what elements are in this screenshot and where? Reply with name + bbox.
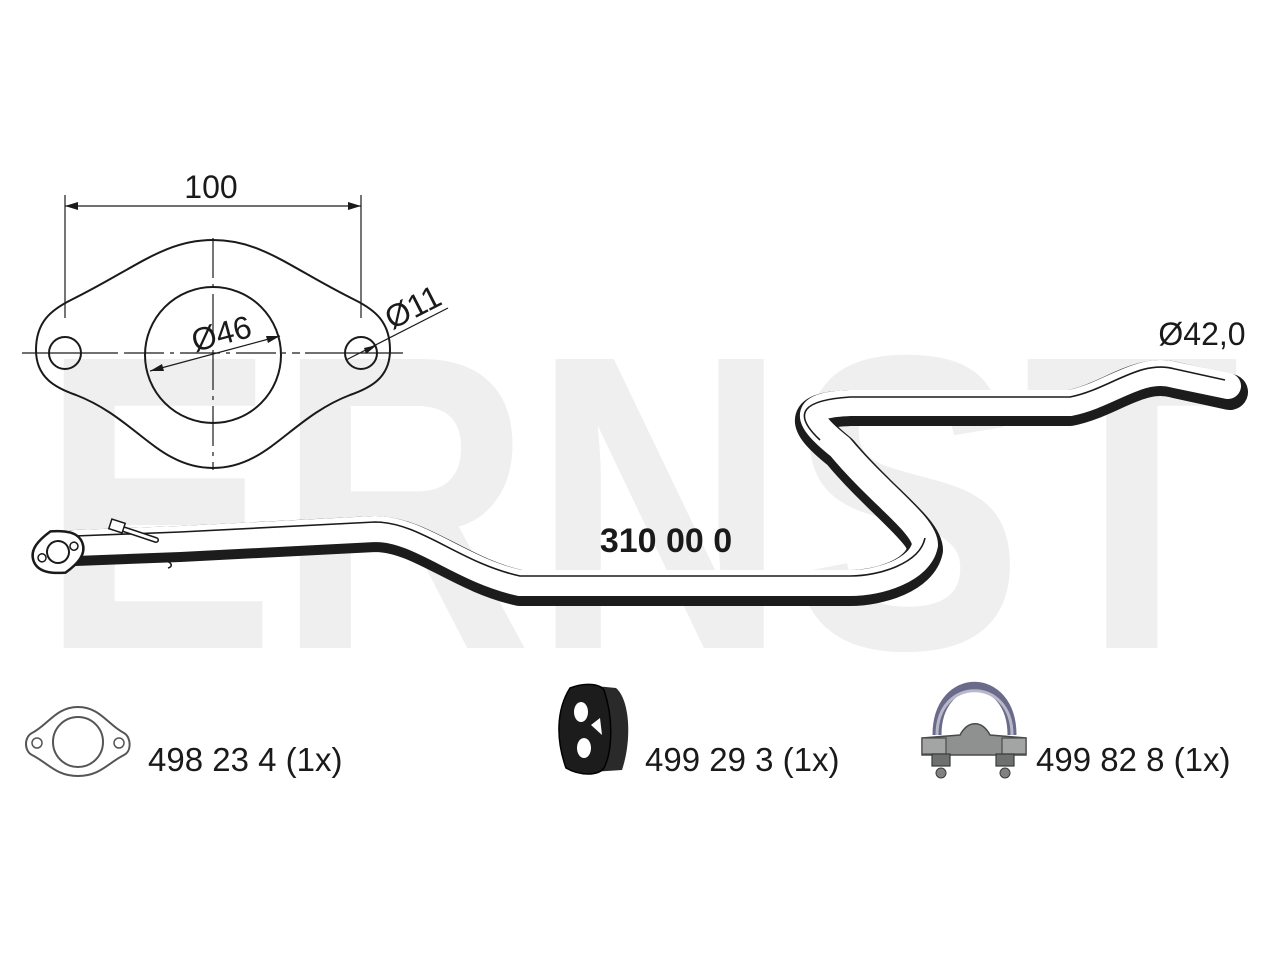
inlet-flange — [31, 529, 85, 575]
accessory-label-gasket: 498 23 4 (1x) — [148, 741, 342, 778]
width-dimension-label: 100 — [184, 169, 237, 205]
rubber-hanger-icon — [558, 683, 629, 775]
exhaust-pipe: 310 00 0 Ø42,0 — [31, 316, 1248, 606]
part-number-label: 310 00 0 — [600, 522, 732, 560]
accessory-label-clamp: 499 82 8 (1x) — [1036, 741, 1230, 778]
outlet-diameter-label: Ø42,0 — [1158, 316, 1245, 352]
pipe-clamp-icon — [921, 681, 1027, 779]
accessory-label-hanger: 499 29 3 (1x) — [645, 741, 839, 778]
sensor-bung — [107, 518, 159, 543]
gasket-icon — [25, 705, 131, 778]
flange-drawing: 100 Ø46 Ø11 — [22, 169, 449, 470]
